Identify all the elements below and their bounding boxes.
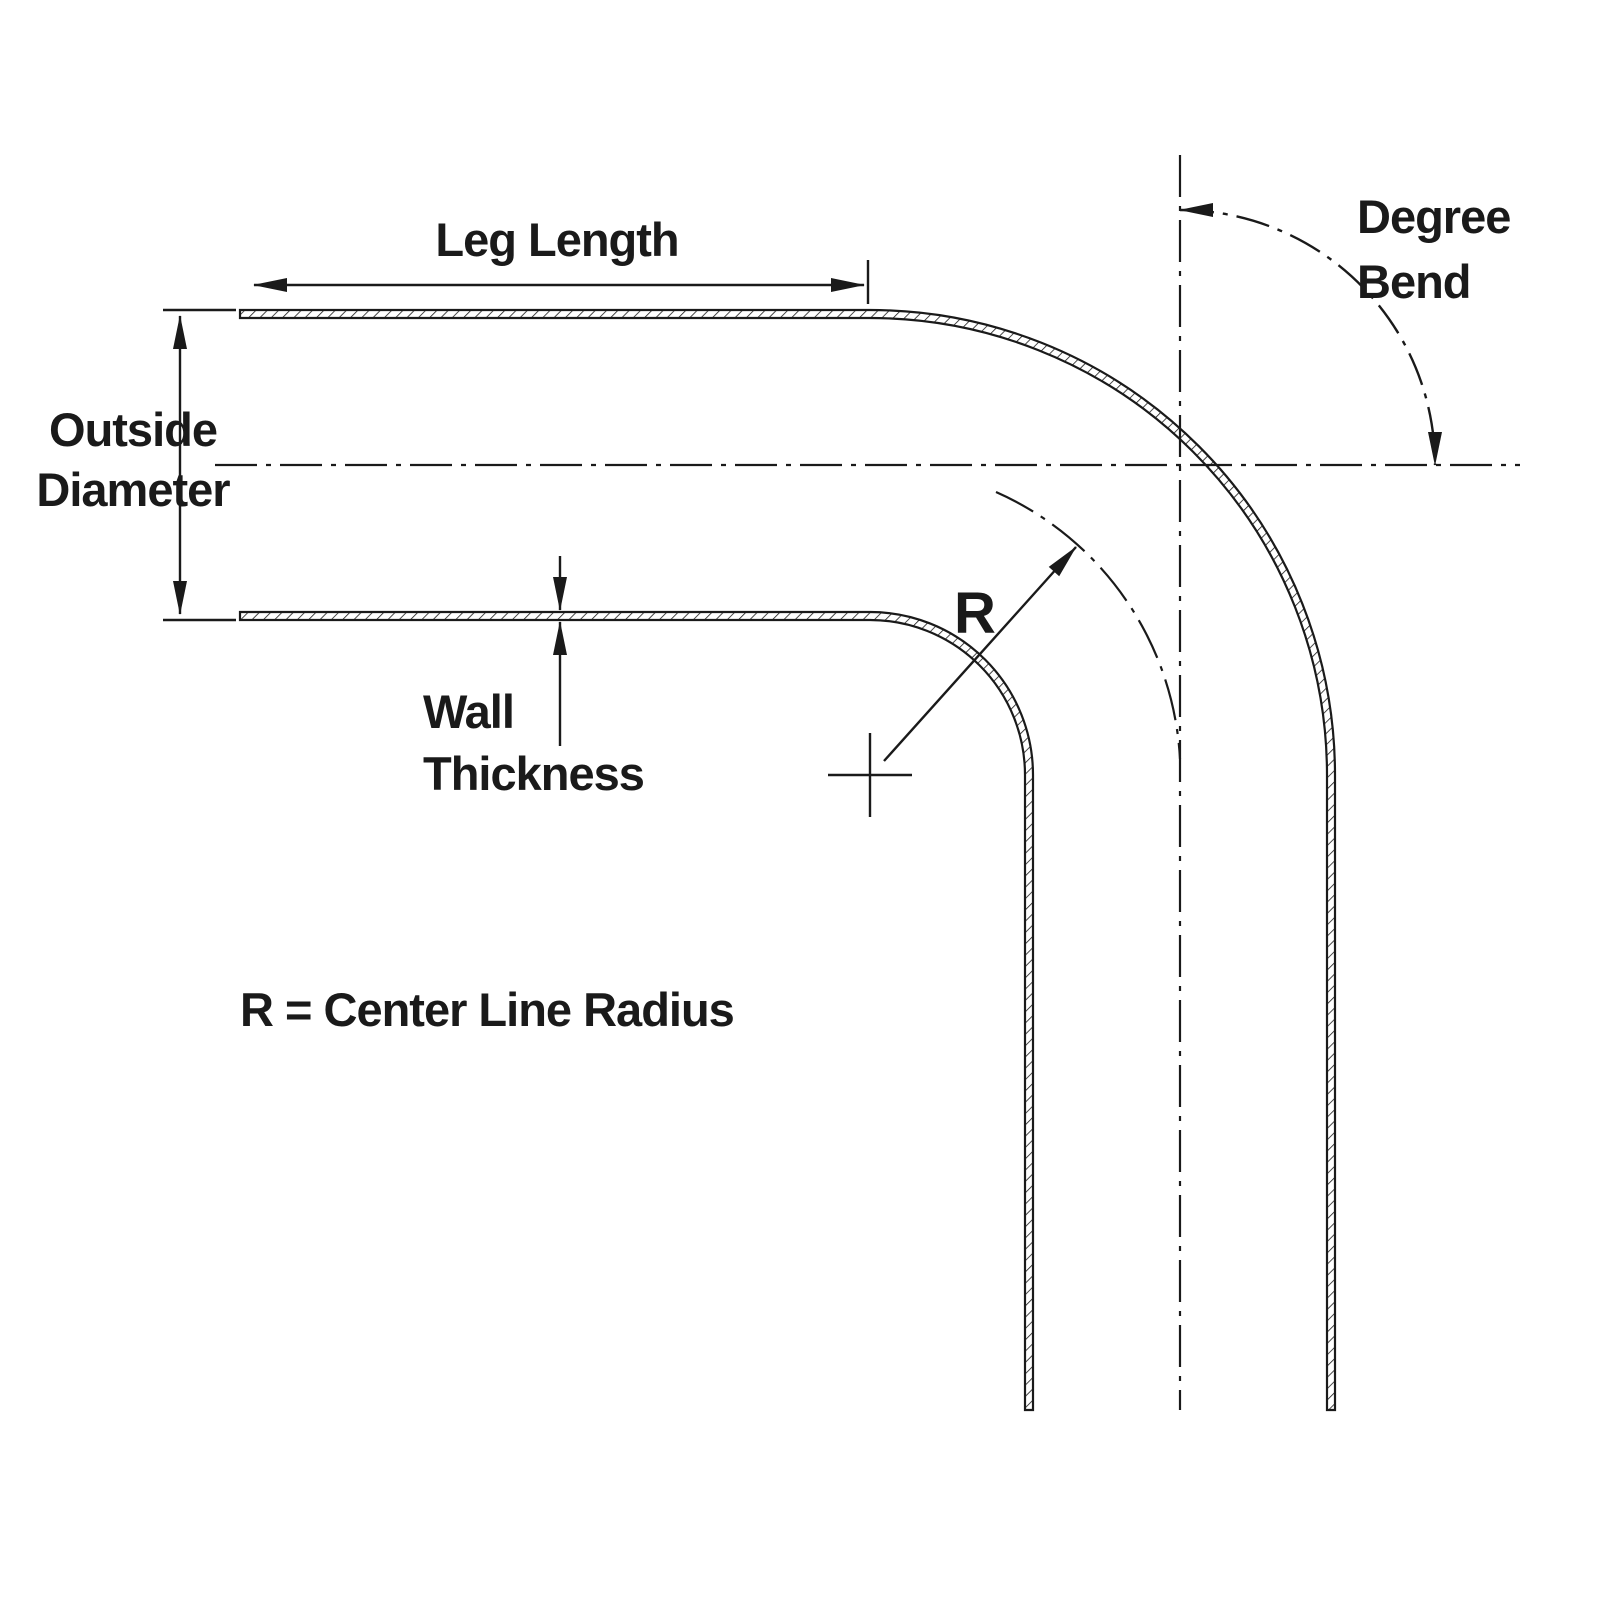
outside-diameter-dimension: [163, 308, 236, 622]
centerlines: [215, 155, 1520, 1410]
degree-bend-arc: [1179, 203, 1442, 466]
leg-length-label: Leg Length: [435, 213, 678, 266]
radius-dimension: [828, 546, 1077, 817]
degree-bend-label-line2: Bend: [1357, 255, 1471, 308]
leg-length-dimension: [253, 260, 870, 304]
radius-arrow: [883, 546, 1077, 762]
wall-thickness-label-line2: Thickness: [423, 747, 644, 800]
bend-centerline-arc: [995, 490, 1182, 760]
outside-diameter-label-line1: Outside: [49, 403, 217, 456]
wall-thickness-label-line1: Wall: [423, 685, 514, 738]
tube-outer-wall: [238, 308, 1337, 1412]
radius-symbol-label: R: [954, 581, 996, 646]
tube-inner-wall: [238, 610, 1035, 1412]
outside-diameter-label-line2: Diameter: [36, 463, 230, 516]
degree-bend-label-line1: Degree: [1357, 190, 1510, 243]
radius-legend: R = Center Line Radius: [240, 983, 734, 1036]
tube-walls: [238, 308, 1337, 1412]
